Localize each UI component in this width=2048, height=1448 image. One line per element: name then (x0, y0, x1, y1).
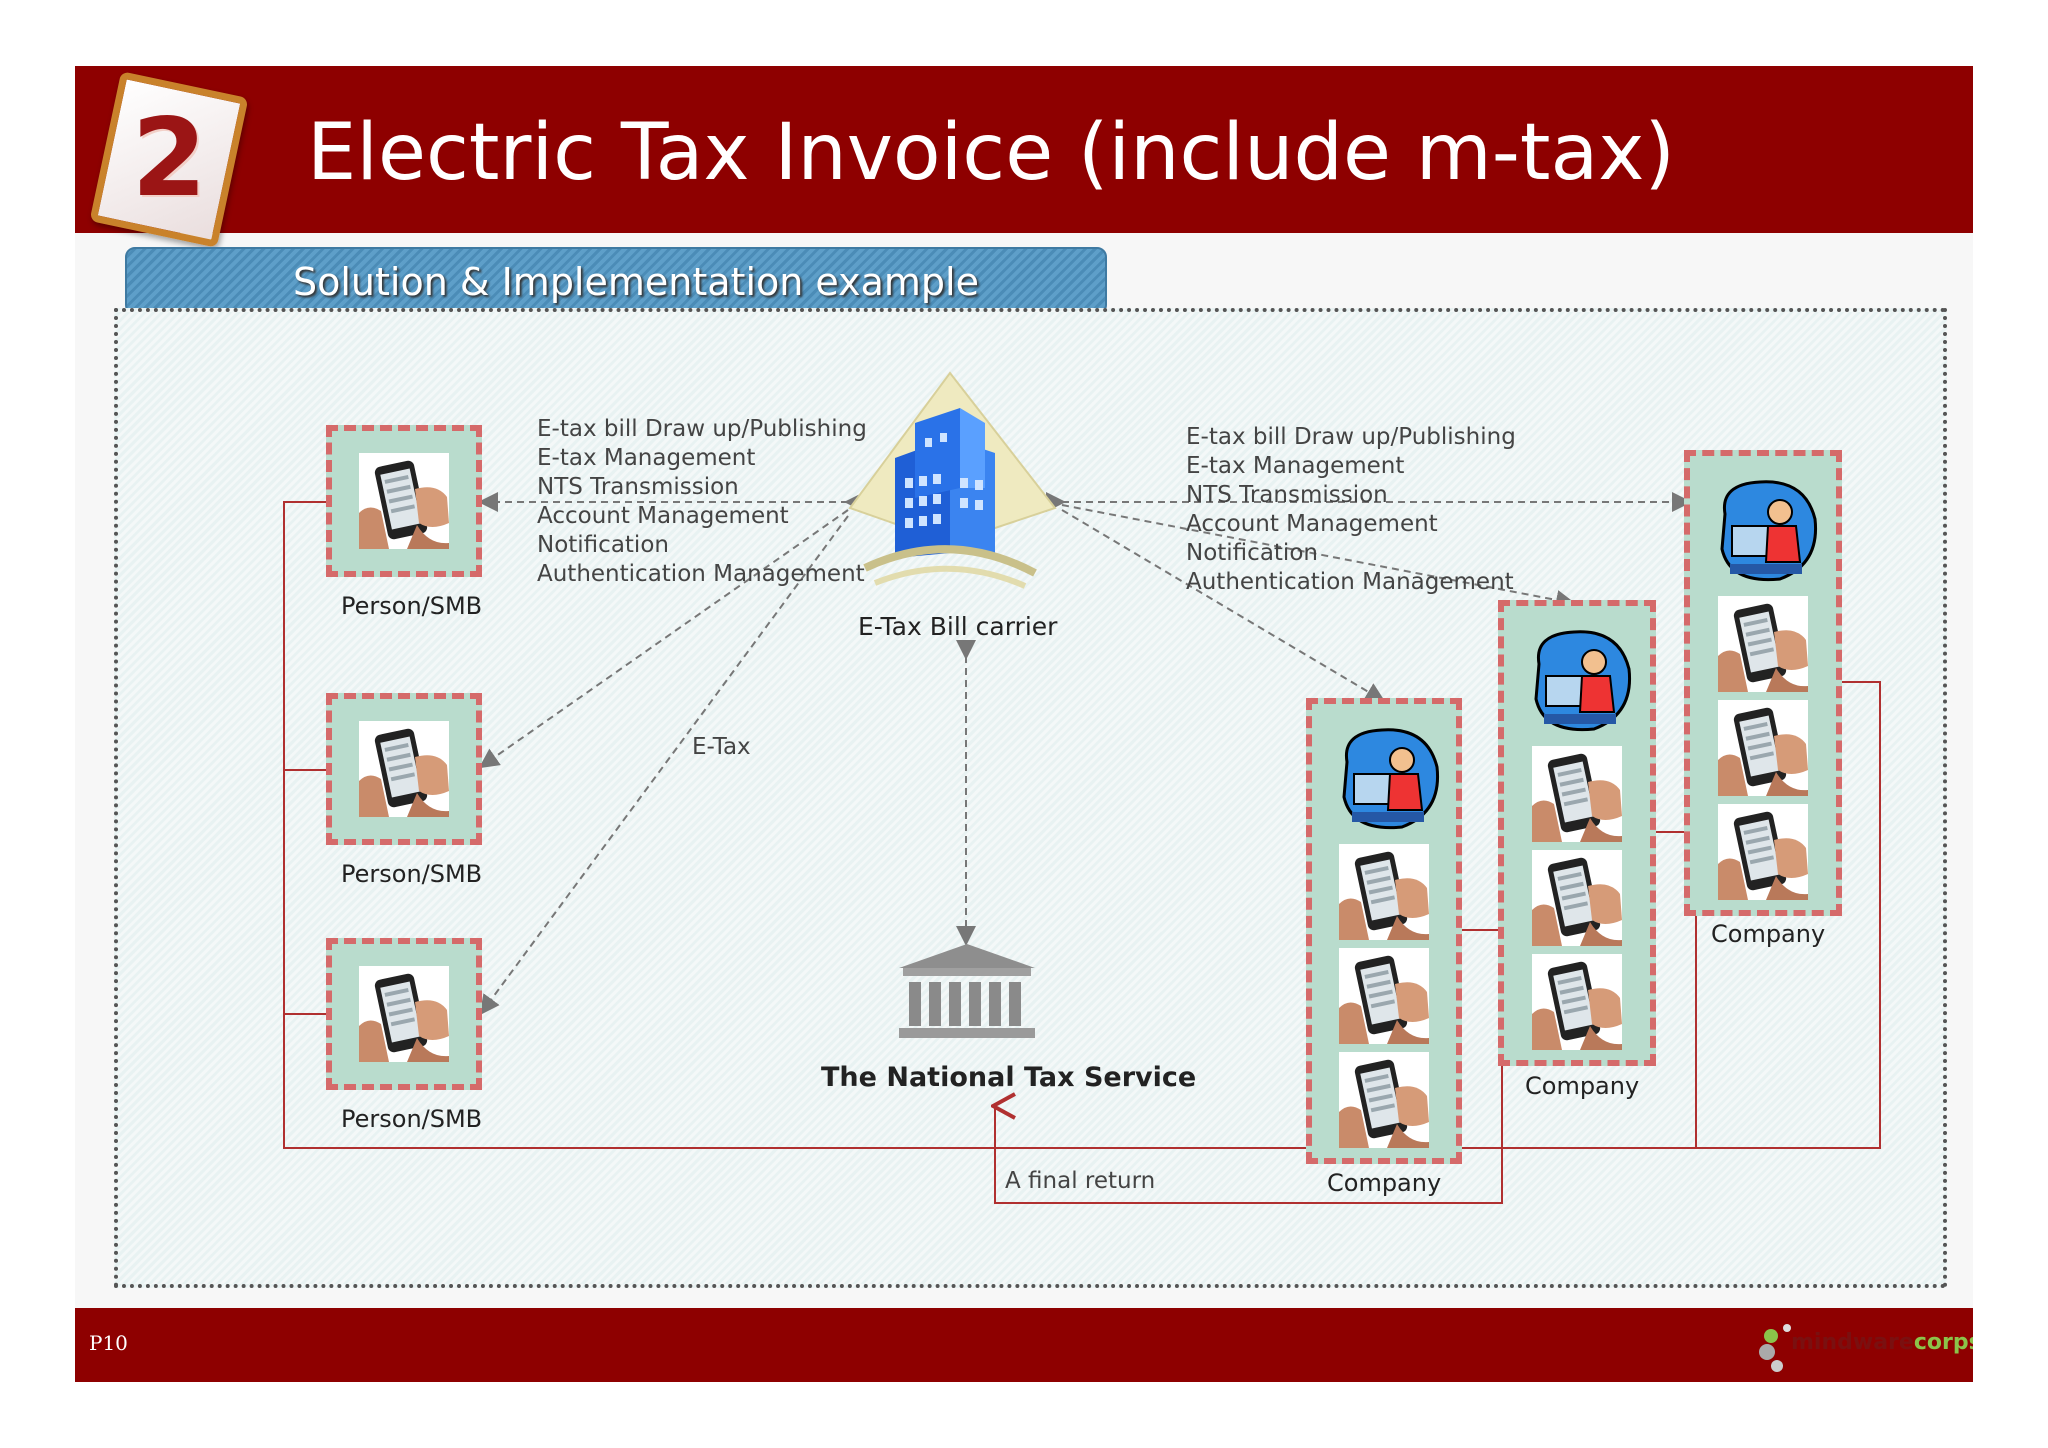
link-carrier-person3 (479, 515, 849, 1016)
person-node (326, 693, 482, 845)
person-node (326, 425, 482, 577)
company-node (1684, 450, 1842, 916)
company-label: Company (1711, 920, 1826, 948)
company-logo-icon (1759, 1324, 1791, 1372)
carrier-label: E-Tax Bill carrier (858, 612, 1058, 641)
return-line-company3 (1696, 681, 1881, 1149)
company-label: Company (1525, 1072, 1640, 1100)
return-line-persons (283, 501, 1700, 1149)
operator-person-icon (1720, 480, 1818, 582)
smartphone-icon (1339, 844, 1429, 940)
subtitle: Solution & Implementation example (293, 260, 979, 304)
etax-flow-label: E-Tax (692, 734, 751, 760)
service-item: Account Management (537, 503, 789, 529)
link-carrier-company1 (1061, 509, 1386, 703)
service-item: E-tax bill Draw up/Publishing (1186, 424, 1516, 450)
smartphone-icon (1339, 948, 1429, 1044)
person-node (326, 938, 482, 1090)
etax-carrier-building-icon (848, 371, 1057, 589)
service-item: Authentication Management (1186, 569, 1514, 595)
service-item: Notification (537, 532, 669, 558)
link-carrier-person2 (478, 509, 849, 769)
smartphone-icon (1718, 596, 1808, 692)
person-label: Person/SMB (341, 860, 483, 888)
page-number: P10 (89, 1331, 128, 1355)
operator-person-icon (1534, 630, 1632, 732)
person-label: Person/SMB (341, 592, 483, 620)
header-bar (75, 66, 1973, 233)
service-item: Authentication Management (537, 561, 865, 587)
smartphone-icon (1339, 1052, 1429, 1148)
services-list-right: E-tax bill Draw up/Publishing E-tax Mana… (1186, 423, 1516, 597)
smartphone-icon (359, 721, 449, 817)
service-item: E-tax bill Draw up/Publishing (537, 416, 867, 442)
return-line-company1 (995, 929, 1503, 1204)
final-return-label: A final return (1005, 1168, 1156, 1194)
operator-person-icon (1342, 728, 1440, 830)
service-item: Account Management (1186, 511, 1438, 537)
link-carrier-company2 (1061, 504, 1576, 610)
smartphone-icon (1532, 850, 1622, 946)
service-item: NTS Transmission (1186, 482, 1388, 508)
service-item: E-tax Management (537, 445, 756, 471)
company-label: Company (1327, 1169, 1442, 1197)
smartphone-icon (1532, 954, 1622, 1050)
nts-label: The National Tax Service (821, 1062, 1197, 1093)
logo-text: mindwarecorps (1791, 1330, 1973, 1355)
service-item: NTS Transmission (537, 474, 739, 500)
service-item: Notification (1186, 540, 1318, 566)
smartphone-icon (1718, 700, 1808, 796)
footer-bar (75, 1308, 1973, 1382)
smartphone-icon (1718, 804, 1808, 900)
company-node (1306, 698, 1462, 1164)
page-title: Electric Tax Invoice (include m-tax) (307, 108, 1675, 198)
company-node (1498, 600, 1656, 1066)
smartphone-icon (359, 453, 449, 549)
smartphone-icon (1532, 746, 1622, 842)
smartphone-icon (359, 966, 449, 1062)
service-item: E-tax Management (1186, 453, 1405, 479)
services-list-left: E-tax bill Draw up/Publishing E-tax Mana… (537, 415, 867, 589)
nts-building-icon (899, 944, 1035, 1038)
person-label: Person/SMB (341, 1105, 483, 1133)
